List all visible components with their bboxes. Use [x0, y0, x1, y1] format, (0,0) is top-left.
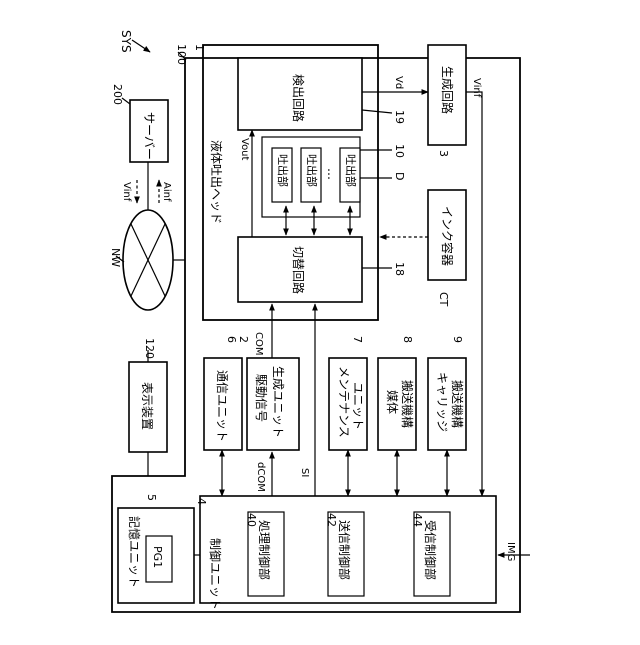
display-label: 表示装置 — [140, 382, 154, 430]
ref-7: 7 — [351, 336, 364, 343]
maint-label-2: ユニット — [351, 382, 365, 430]
ejector-n-label: 吐出部 — [344, 154, 358, 187]
carriage-label-1: キャリッジ — [435, 372, 449, 432]
media-label-2: 搬送機構 — [400, 380, 415, 428]
signal-img: IMG — [505, 542, 516, 561]
tx-label: 送信制御部 — [337, 520, 352, 580]
ink-label: インク容器 — [440, 206, 455, 266]
head-label: 液体吐出ヘッド — [209, 140, 224, 224]
ref-6: 6 — [225, 336, 238, 343]
ref-9: 9 — [451, 336, 464, 343]
ejector-2-label: 吐出部 — [305, 154, 319, 187]
proc-label: 処理制御部 — [257, 520, 272, 580]
switch-label: 切替回路 — [291, 246, 306, 294]
rx-label: 受信制御部 — [423, 520, 438, 580]
label-nw: NW — [109, 248, 122, 267]
leader-19 — [362, 110, 392, 113]
signal-ainf: Ainf — [161, 182, 172, 202]
signal-si: SI — [299, 468, 310, 477]
comm-label: 通信ユニット — [215, 370, 229, 442]
ref-19: 19 — [393, 110, 406, 124]
drive-label-1: 駆動信号 — [254, 374, 268, 422]
ref-3: 3 — [437, 150, 450, 157]
storage-label: 記憶ユニット — [127, 516, 142, 588]
ejector-1-label: 吐出部 — [276, 154, 290, 187]
signal-dcom: dCOM — [255, 462, 266, 492]
ref-44: 44 — [411, 513, 424, 527]
server-label: サーバー — [142, 112, 156, 160]
ref-200: 200 — [111, 84, 124, 105]
pg1-label: PG1 — [151, 546, 164, 568]
media-label-1: 媒体 — [385, 390, 399, 414]
ref-2: 2 — [237, 336, 250, 343]
label-ct: CT — [437, 292, 450, 307]
ref-40: 40 — [245, 513, 258, 527]
ref-120: 120 — [143, 338, 156, 359]
sys-pointer — [132, 40, 150, 52]
ref-8: 8 — [401, 336, 414, 343]
ref-1: 1 — [193, 44, 206, 51]
signal-vd: Vd — [393, 76, 404, 89]
ref-100: 100 — [175, 44, 188, 65]
control-label: 制御ユニット — [208, 538, 223, 610]
ref-42: 42 — [325, 513, 338, 527]
ref-10: 10 — [393, 144, 406, 158]
ref-18: 18 — [393, 262, 406, 276]
signal-com: COM — [253, 332, 264, 355]
carriage-label-2: 搬送機構 — [450, 380, 465, 428]
maint-label-1: メンテナンス — [337, 366, 351, 438]
label-sys: SYS — [119, 30, 133, 53]
signal-vinf-right: Vinf — [471, 78, 482, 98]
signal-vout: Vout — [239, 138, 250, 161]
vinf-right-line — [466, 92, 482, 496]
ref-4: 4 — [195, 498, 208, 505]
gen-label: 生成回路 — [440, 66, 455, 114]
signal-vinf-left: Vinf — [121, 182, 132, 202]
drive-label-2: 生成ユニット — [271, 366, 285, 438]
detect-label: 検出回路 — [291, 74, 306, 122]
ref-5: 5 — [145, 494, 158, 501]
ejector-dots: … — [325, 168, 339, 180]
ref-d: D — [393, 172, 406, 180]
